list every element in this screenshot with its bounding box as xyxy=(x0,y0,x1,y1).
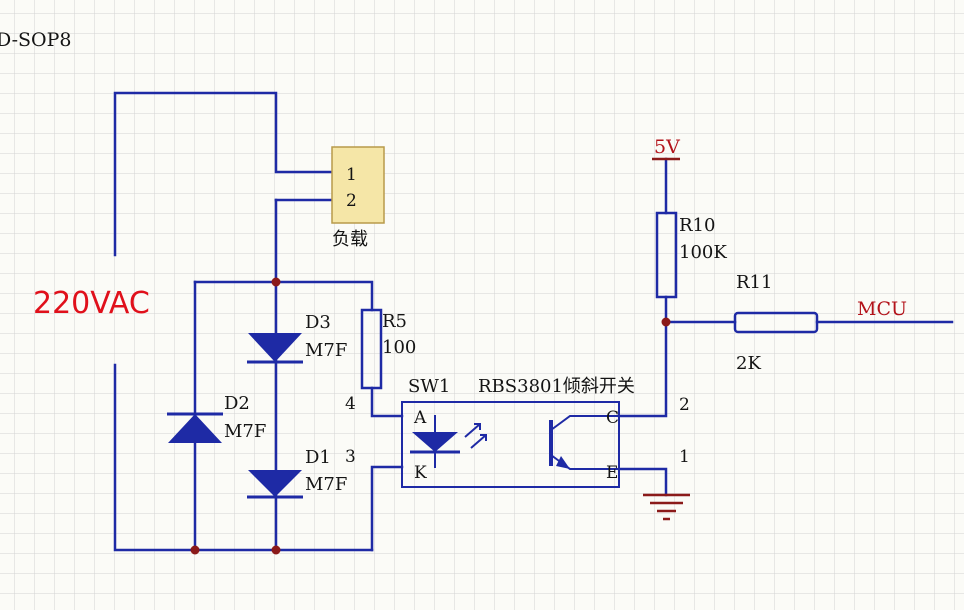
r10-ref: R10 xyxy=(679,215,715,236)
r5-value: 100 xyxy=(382,337,416,358)
junction-dot xyxy=(271,277,281,287)
junction-dot xyxy=(661,317,671,327)
d2-ref: D2 xyxy=(224,393,250,414)
d2-value: M7F xyxy=(224,421,266,442)
switch-pin-1: 1 xyxy=(679,447,690,467)
d3-value: M7F xyxy=(305,340,347,361)
r10-value: 100K xyxy=(679,242,727,263)
sw1-pin-c: C xyxy=(606,408,619,428)
ac-source-wire xyxy=(113,91,374,552)
switch-pin-4: 4 xyxy=(345,394,356,414)
diode-d2[interactable] xyxy=(167,412,223,443)
connector-pin-1: 1 xyxy=(346,165,357,185)
output-wires xyxy=(617,157,954,497)
source-label: 220VAC xyxy=(33,286,150,321)
load-connector[interactable]: 1 2 xyxy=(331,146,385,224)
part-label: D-SOP8 xyxy=(0,29,71,51)
sw1-part: RBS3801倾斜开关 xyxy=(478,376,635,397)
diode-d3[interactable] xyxy=(247,333,303,364)
sw1-ref: SW1 xyxy=(408,376,450,397)
connector-pin-2: 2 xyxy=(346,191,357,211)
d3-ref: D3 xyxy=(305,312,331,333)
resistor-r11[interactable] xyxy=(733,311,819,334)
connector-name: 负载 xyxy=(332,229,368,250)
r11-value: 2K xyxy=(736,353,761,374)
tilt-switch-sw1[interactable] xyxy=(401,401,620,488)
d1-value: M7F xyxy=(305,474,347,495)
switch-pin-2: 2 xyxy=(679,395,690,415)
mcu-net-label: MCU xyxy=(857,298,907,320)
junction-dot xyxy=(271,545,281,555)
ground-symbol xyxy=(643,493,690,521)
diode-d1[interactable] xyxy=(247,470,303,499)
sw1-pin-a: A xyxy=(413,408,427,428)
resistor-r10[interactable] xyxy=(655,211,678,299)
switch-input-wires xyxy=(370,386,404,552)
junction-dots xyxy=(190,277,671,555)
junction-dot xyxy=(190,545,200,555)
r11-ref: R11 xyxy=(736,272,772,293)
sw1-pin-k: K xyxy=(414,463,427,483)
power-5v-label: 5V xyxy=(654,136,680,158)
r5-ref: R5 xyxy=(382,311,407,332)
switch-pin-3: 3 xyxy=(345,447,356,467)
sw1-pin-e: E xyxy=(606,463,618,483)
d1-ref: D1 xyxy=(305,447,331,468)
